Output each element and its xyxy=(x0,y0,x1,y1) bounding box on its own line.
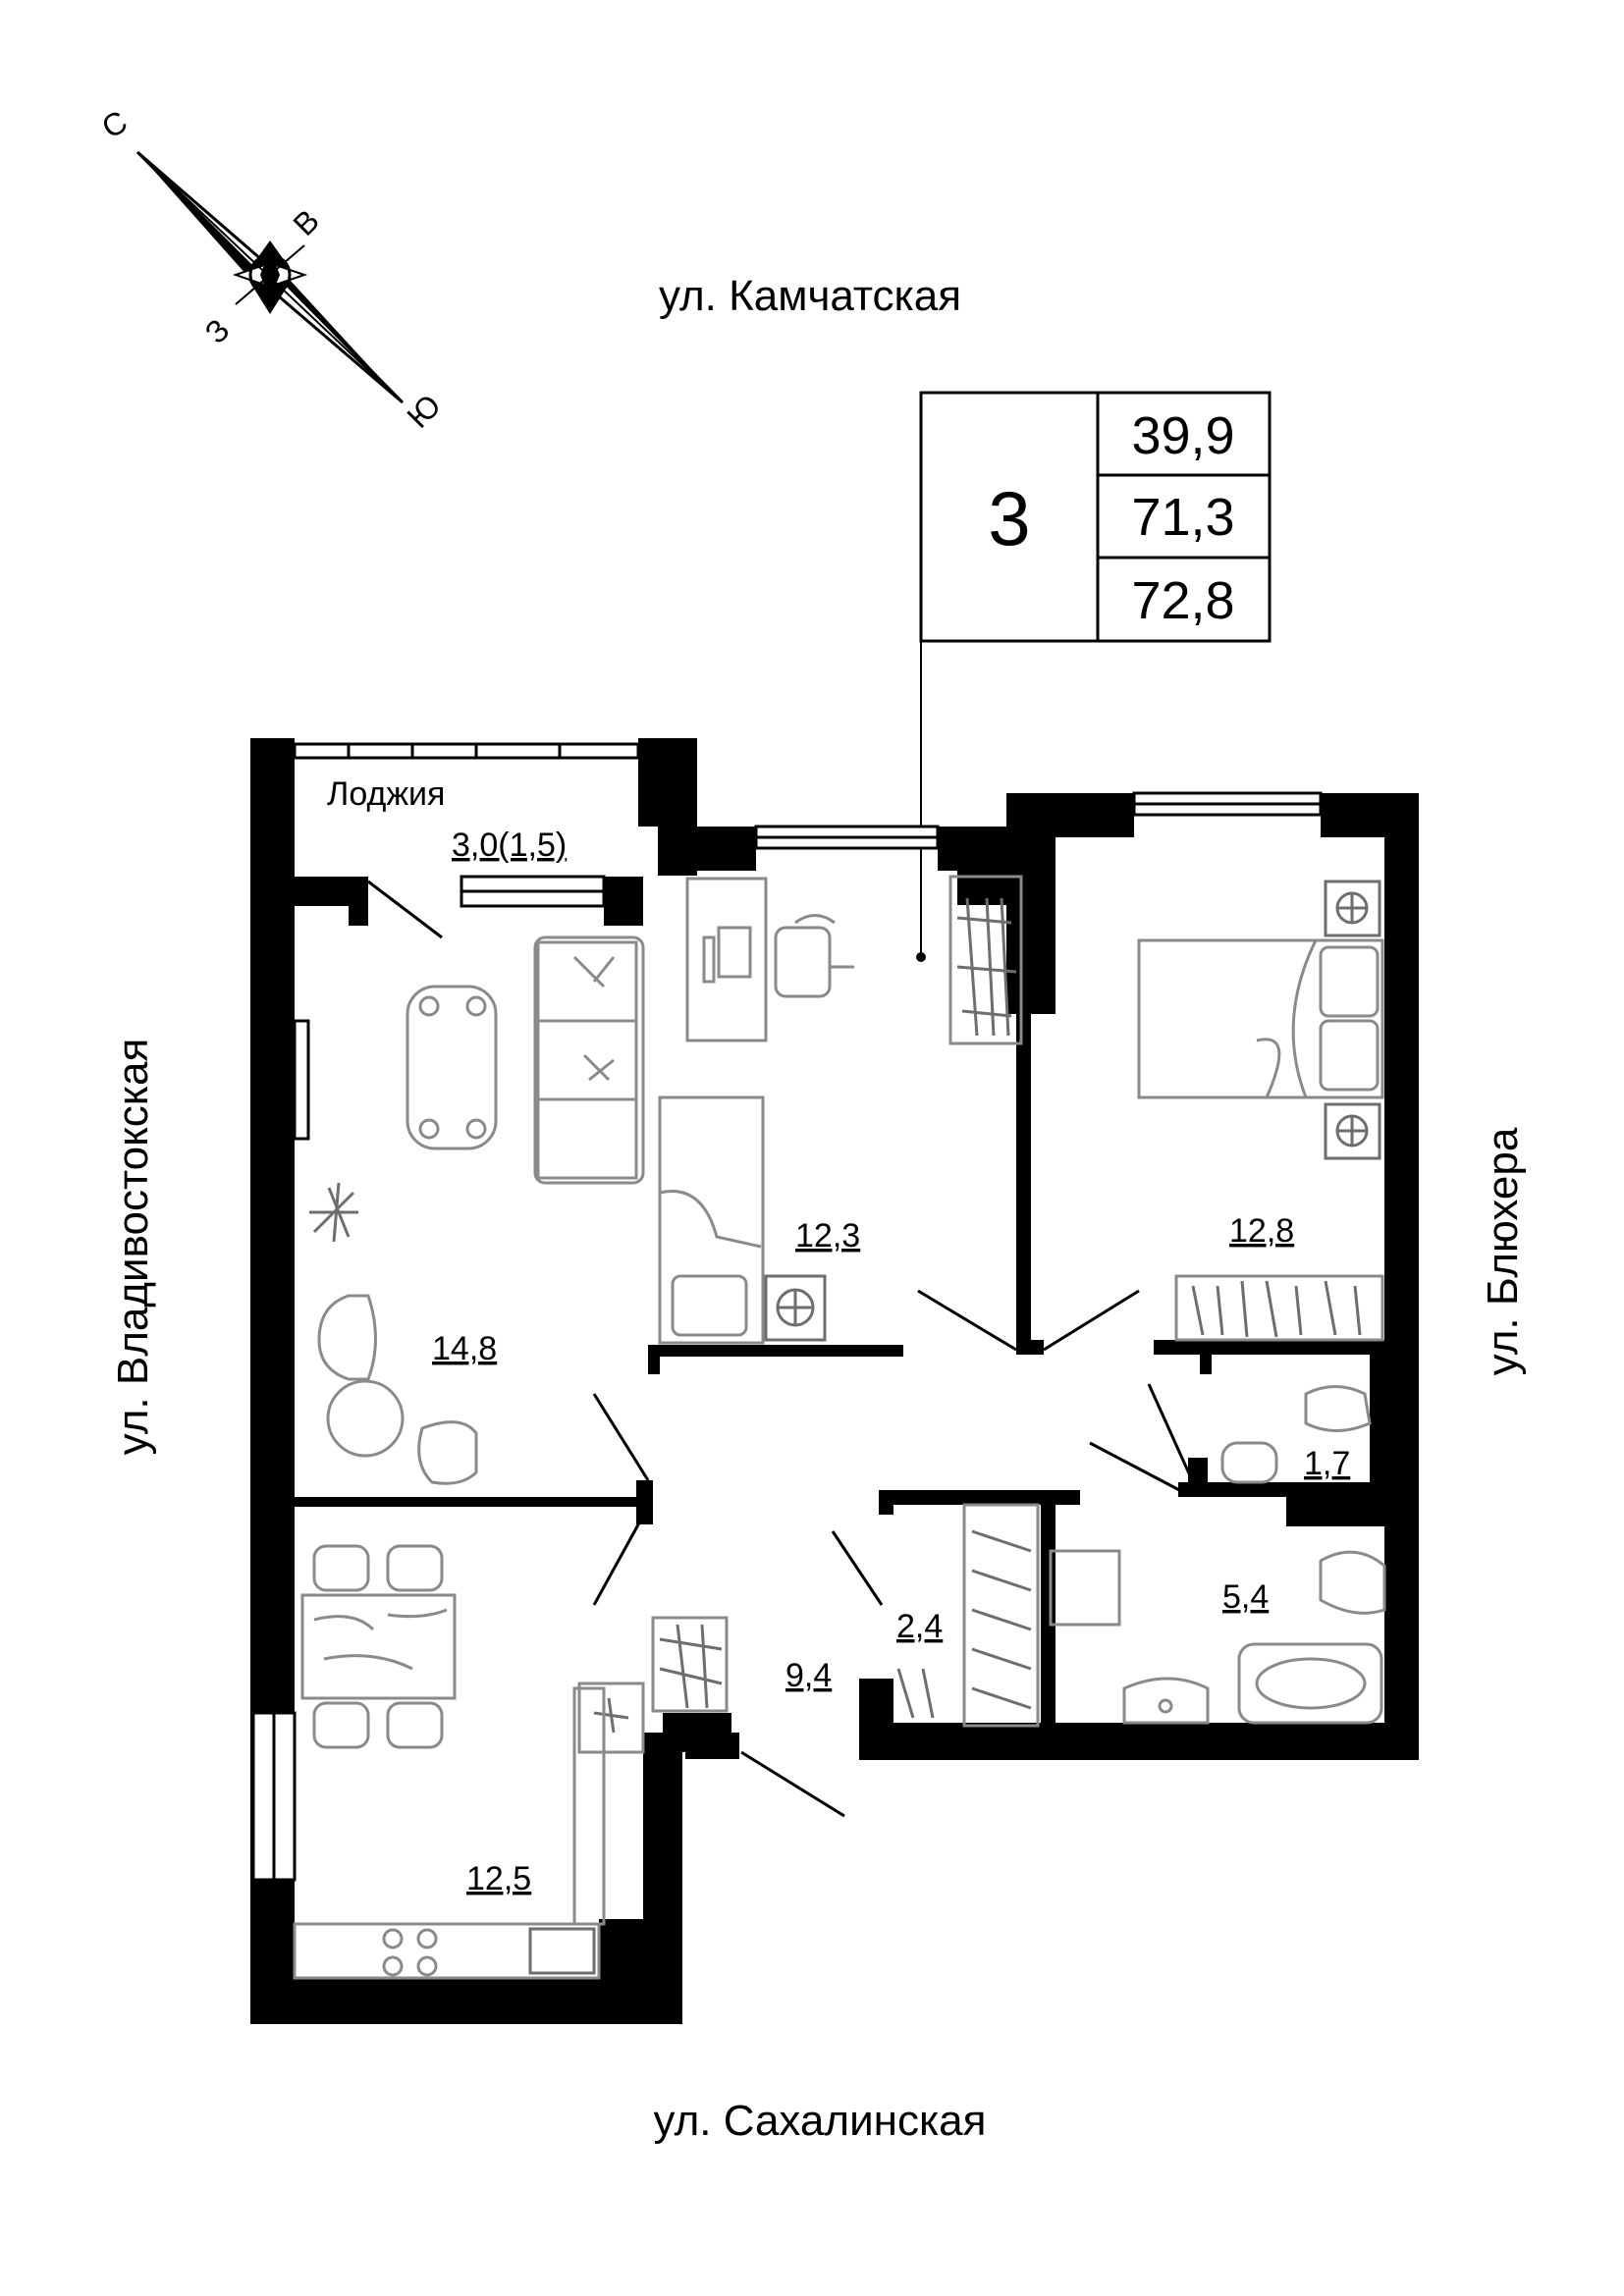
street-top-label: ул. Камчатская xyxy=(659,272,961,320)
office-chair-icon xyxy=(774,914,854,998)
walls xyxy=(250,738,1419,2024)
armchairs-icon xyxy=(317,1294,478,1485)
storage-area: 2,4 xyxy=(896,1608,943,1645)
street-right-label: ул. Блюхера xyxy=(1479,1127,1527,1375)
hallway-shoe-rack-icon xyxy=(651,1616,729,1713)
fridge-icon xyxy=(577,1682,645,1754)
coffee-table-icon xyxy=(406,985,498,1150)
compass-north-label: С xyxy=(96,103,134,145)
wardrobe-office-icon xyxy=(948,875,1023,1045)
bathroom-area: 5,4 xyxy=(1222,1578,1269,1616)
loggia-label: Лоджия xyxy=(327,775,445,813)
total-area-value: 72,8 xyxy=(1131,571,1234,630)
toilet-icon xyxy=(1220,1385,1372,1484)
washing-machine-office-icon xyxy=(764,1274,827,1342)
wardrobe-bedroom-icon xyxy=(1174,1274,1384,1342)
living-area-value: 39,9 xyxy=(1131,406,1234,465)
rooms-count: 3 xyxy=(988,475,1030,561)
kitchen-counter-icon xyxy=(293,1686,606,1980)
desk-icon xyxy=(685,877,768,1042)
apartment-summary-table xyxy=(916,391,1272,962)
toilet-bath-icon xyxy=(1319,1550,1386,1615)
compass-east-label: В xyxy=(286,202,326,242)
street-bottom-label: ул. Сахалинская xyxy=(654,2097,987,2145)
kitchen-area: 12,5 xyxy=(466,1860,531,1897)
windows xyxy=(251,742,1323,1882)
compass-south-label: Ю xyxy=(400,388,447,435)
nightstand-icon xyxy=(1324,880,1381,1160)
street-left-label: ул. Владивостокская xyxy=(109,1039,157,1456)
area-without-loggia-value: 71,3 xyxy=(1131,488,1234,547)
hallway-area: 9,4 xyxy=(785,1657,832,1694)
bathtub-icon xyxy=(1237,1642,1383,1725)
office-room-area: 12,3 xyxy=(795,1217,860,1255)
washing-machine-bath-icon xyxy=(1049,1549,1121,1627)
doors xyxy=(367,880,1195,1818)
storage-wardrobe-icon xyxy=(896,1503,1040,1728)
compass-west-label: З xyxy=(197,312,236,350)
sofa-icon xyxy=(533,935,645,1185)
wc-area: 1,7 xyxy=(1304,1445,1350,1482)
double-bed-icon xyxy=(1137,938,1384,1099)
living-room-area: 14,8 xyxy=(432,1330,497,1367)
compass-rose-icon xyxy=(135,150,405,404)
loggia-area: 3,0(1,5) xyxy=(452,827,567,864)
bed-single-icon xyxy=(658,1095,765,1345)
sink-icon xyxy=(1122,1677,1210,1725)
dining-table-icon xyxy=(300,1544,457,1749)
bedroom-area: 12,8 xyxy=(1229,1212,1294,1250)
plant-icon xyxy=(309,1182,358,1243)
